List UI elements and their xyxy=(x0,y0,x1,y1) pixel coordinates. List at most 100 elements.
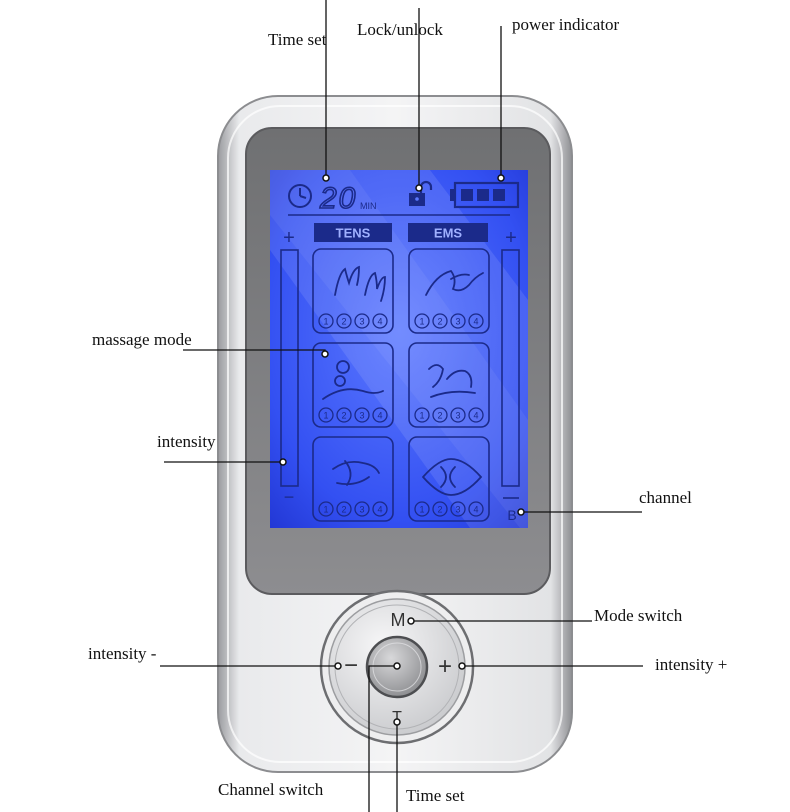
callout-dots xyxy=(279,174,525,726)
program-number: 1 xyxy=(323,505,328,515)
label-time-set-bottom: Time set xyxy=(406,786,465,805)
svg-text:M: M xyxy=(391,610,406,630)
massage-mode-icon xyxy=(422,458,483,496)
label-lock-unlock: Lock/unlock xyxy=(357,20,443,39)
program-number: 4 xyxy=(473,505,478,515)
program-grid: 1 2 3 4 1 2 3 4 1 2 3 4 1 2 3 4 1 2 3 4 1 2 3 4 xyxy=(312,248,490,522)
timer-unit: MIN xyxy=(360,201,377,211)
battery-bar xyxy=(493,189,505,201)
program-number: 3 xyxy=(455,317,460,327)
massage-mode-icon xyxy=(332,460,380,486)
mode-switch-button[interactable]: M xyxy=(391,610,406,630)
label-channel-switch: Channel switch xyxy=(218,780,324,799)
battery-bar xyxy=(461,189,473,201)
intensity-bar-left: + − xyxy=(280,227,299,507)
svg-text:TENS: TENS xyxy=(336,226,371,241)
program-number: 1 xyxy=(323,411,328,421)
program-number-circle xyxy=(372,501,388,517)
battery-bar xyxy=(477,189,489,201)
intensity-plus-button[interactable]: + xyxy=(438,653,452,680)
program-cell: 1 2 3 4 xyxy=(408,248,490,334)
program-number: 3 xyxy=(359,411,364,421)
program-cell: 1 2 3 4 xyxy=(312,342,394,428)
program-number-circle xyxy=(414,501,430,517)
timer-readout: 20 MIN xyxy=(288,181,377,216)
program-number: 4 xyxy=(377,505,382,515)
channel-letter: B xyxy=(507,507,516,523)
mode-label-tens: TENS xyxy=(314,223,392,242)
program-number: 2 xyxy=(437,411,442,421)
program-number-circle xyxy=(318,407,334,423)
program-number-circle xyxy=(336,501,352,517)
program-number-circle xyxy=(468,313,484,329)
massage-mode-icon xyxy=(428,364,476,398)
program-number: 1 xyxy=(323,317,328,327)
time-set-button[interactable]: T xyxy=(392,709,402,726)
program-number: 4 xyxy=(377,317,382,327)
program-number-circle xyxy=(372,313,388,329)
program-number: 2 xyxy=(341,411,346,421)
program-number: 3 xyxy=(359,505,364,515)
svg-text:−: − xyxy=(344,652,358,679)
label-mode-switch: Mode switch xyxy=(594,606,683,625)
massage-mode-icon xyxy=(334,265,386,302)
battery-icon xyxy=(450,181,520,209)
program-number: 1 xyxy=(419,317,424,327)
massage-mode-icon xyxy=(425,269,484,296)
label-intensity-minus: intensity - xyxy=(88,644,157,663)
label-channel: channel xyxy=(639,488,692,507)
program-cell: 1 2 3 4 xyxy=(408,342,490,428)
intensity-plus-symbol-right: + xyxy=(505,227,517,249)
program-number: 4 xyxy=(377,411,382,421)
program-cell: 1 2 3 4 xyxy=(312,436,394,522)
label-intensity-plus: intensity + xyxy=(655,655,728,674)
program-number: 2 xyxy=(341,317,346,327)
program-number: 2 xyxy=(341,505,346,515)
program-number-circle xyxy=(336,313,352,329)
program-number: 1 xyxy=(419,411,424,421)
mode-label-ems: EMS xyxy=(408,223,488,242)
svg-text:EMS: EMS xyxy=(434,226,463,241)
label-time-set-top: Time set xyxy=(268,30,327,49)
clock-icon xyxy=(288,184,312,208)
svg-text:+: + xyxy=(438,653,452,680)
program-number-circle xyxy=(432,501,448,517)
program-number-circle xyxy=(414,407,430,423)
program-number-circle xyxy=(432,313,448,329)
program-number-circle xyxy=(468,501,484,517)
intensity-plus-symbol-left: + xyxy=(283,227,295,249)
program-number-circle xyxy=(450,407,466,423)
program-cell: 1 2 3 4 xyxy=(312,248,394,334)
program-number: 3 xyxy=(455,411,460,421)
svg-text:T: T xyxy=(392,709,402,726)
program-number-circle xyxy=(318,501,334,517)
intensity-minus-symbol-left: − xyxy=(284,487,295,507)
program-cell: 1 2 3 4 xyxy=(408,436,490,522)
program-number-circle xyxy=(354,407,370,423)
program-number-circle xyxy=(354,313,370,329)
lcd-screen xyxy=(270,170,528,528)
program-number: 2 xyxy=(437,317,442,327)
label-power-indicator: power indicator xyxy=(512,15,620,34)
program-number-circle xyxy=(450,501,466,517)
label-massage-mode: massage mode xyxy=(92,330,192,349)
timer-value: 20 xyxy=(319,182,357,215)
program-number: 2 xyxy=(437,505,442,515)
program-number: 3 xyxy=(359,317,364,327)
program-number-circle xyxy=(450,313,466,329)
program-number: 4 xyxy=(473,411,478,421)
massage-mode-icon xyxy=(322,360,384,400)
program-number-circle xyxy=(468,407,484,423)
program-number-circle xyxy=(372,407,388,423)
intensity-minus-button[interactable]: − xyxy=(344,652,358,679)
program-number-circle xyxy=(318,313,334,329)
label-intensity: intensity xyxy=(157,432,216,451)
program-number-circle xyxy=(414,313,430,329)
program-number-circle xyxy=(432,407,448,423)
program-number: 3 xyxy=(455,505,460,515)
program-number: 4 xyxy=(473,317,478,327)
program-number: 1 xyxy=(419,505,424,515)
program-number-circle xyxy=(336,407,352,423)
program-number-circle xyxy=(354,501,370,517)
